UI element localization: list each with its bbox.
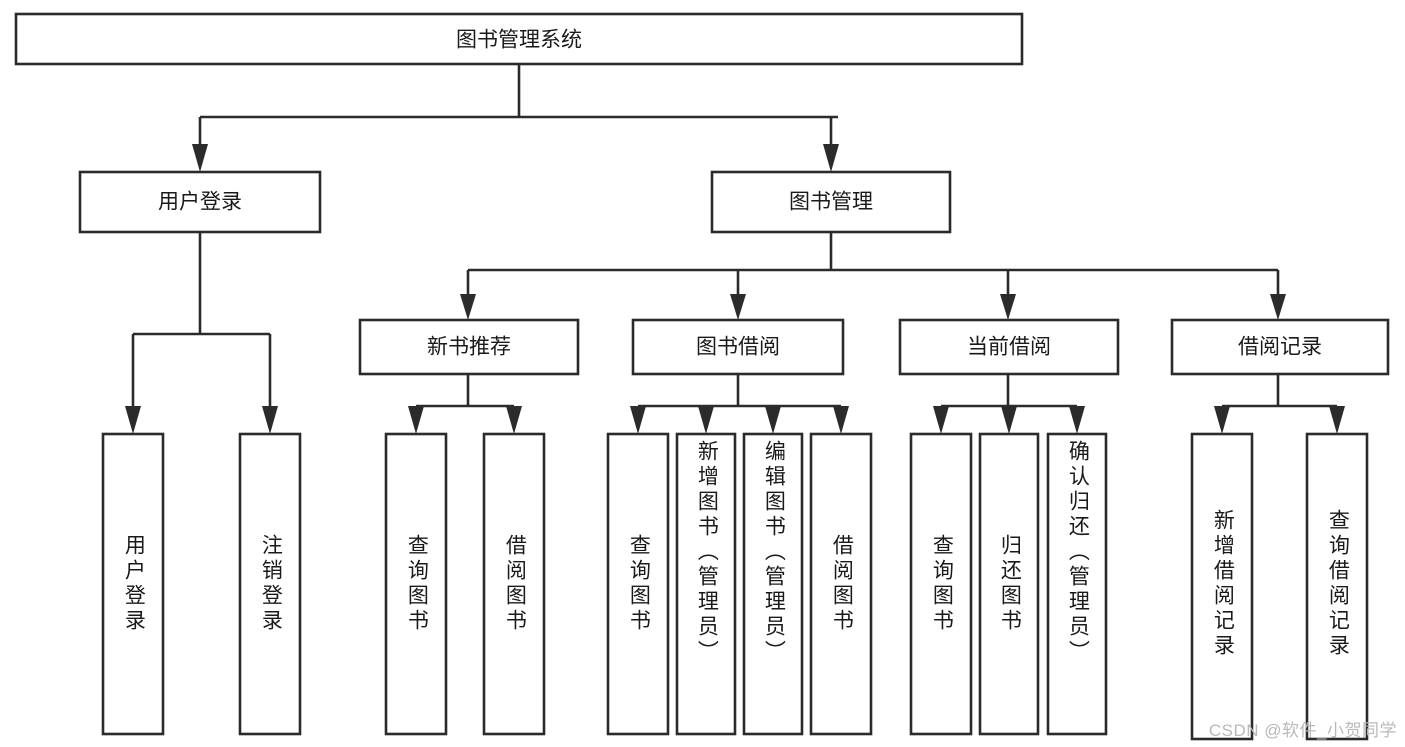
- node-root[interactable]: [14, 12, 1024, 66]
- node-leaf-edit-book[interactable]: [742, 432, 804, 736]
- node-new-book-recommend[interactable]: [358, 318, 580, 376]
- node-leaf-return-book[interactable]: [978, 432, 1040, 736]
- node-user-login[interactable]: [78, 170, 322, 234]
- watermark-csdn: CSDN @软件_小贺同学: [1208, 721, 1397, 740]
- node-leaf-add-book[interactable]: [675, 432, 737, 736]
- label-new-book-recommend: 新书推荐: [427, 336, 511, 359]
- label-current-borrow: 当前借阅: [967, 336, 1051, 359]
- arrow-head-leaf-edit-book: [765, 406, 781, 434]
- arrow-head-leaf-user-logout: [262, 406, 278, 434]
- arrow-head-leaf-user-login: [125, 406, 141, 434]
- arrow-head-current-borrow: [1000, 294, 1016, 320]
- node-leaf-confirm-return[interactable]: [1046, 432, 1108, 736]
- arrow-head-leaf-query-book-2: [630, 406, 646, 434]
- node-leaf-query-book-2[interactable]: [606, 432, 670, 736]
- node-borrow-record[interactable]: [1170, 318, 1390, 376]
- connector-book-manage-to-level2: [460, 232, 1286, 320]
- label-root: 图书管理系统: [456, 29, 582, 52]
- node-leaf-query-record[interactable]: [1305, 432, 1369, 741]
- label-book-manage: 图书管理: [789, 191, 873, 214]
- arrow-head-leaf-borrow-book-1: [506, 406, 522, 434]
- arrow-head-leaf-confirm-return: [1069, 406, 1085, 434]
- arrow-head-book-manage: [823, 144, 839, 172]
- connector-current-borrow-to-leaves: [933, 374, 1085, 434]
- arrow-head-leaf-return-book: [1001, 406, 1017, 434]
- node-book-borrow[interactable]: [631, 318, 845, 376]
- arrow-head-new-book-recommend: [460, 294, 476, 320]
- connector-borrow-record-to-leaves: [1214, 374, 1345, 434]
- node-leaf-user-logout[interactable]: [238, 432, 302, 736]
- arrow-head-leaf-query-record: [1329, 406, 1345, 434]
- label-book-borrow: 图书借阅: [696, 336, 780, 359]
- connector-root-to-level1: [192, 64, 839, 172]
- connector-user-login-to-leaves: [125, 232, 278, 434]
- arrow-head-leaf-add-book: [698, 406, 714, 434]
- arrow-head-user-login: [192, 144, 208, 172]
- node-leaf-query-book-3[interactable]: [909, 432, 973, 736]
- connector-book-borrow-to-leaves: [630, 374, 849, 434]
- node-book-manage[interactable]: [710, 170, 952, 234]
- arrow-head-leaf-add-record: [1214, 406, 1230, 434]
- arrow-head-leaf-borrow-book-2: [833, 406, 849, 434]
- node-leaf-add-record[interactable]: [1190, 432, 1254, 741]
- label-borrow-record: 借阅记录: [1238, 336, 1322, 359]
- node-leaf-borrow-book-1[interactable]: [482, 432, 546, 736]
- node-leaf-query-book-1[interactable]: [384, 432, 448, 736]
- arrow-head-leaf-query-book-3: [933, 406, 949, 434]
- arrow-head-borrow-record: [1270, 294, 1286, 320]
- arrow-head-leaf-query-book-1: [408, 406, 424, 434]
- label-user-login: 用户登录: [158, 191, 242, 214]
- arrow-head-book-borrow: [730, 294, 746, 320]
- node-leaf-user-login[interactable]: [101, 432, 165, 736]
- node-leaf-borrow-book-2[interactable]: [809, 432, 873, 736]
- node-current-borrow[interactable]: [898, 318, 1120, 376]
- connector-new-book-recommend-to-leaves: [408, 374, 522, 434]
